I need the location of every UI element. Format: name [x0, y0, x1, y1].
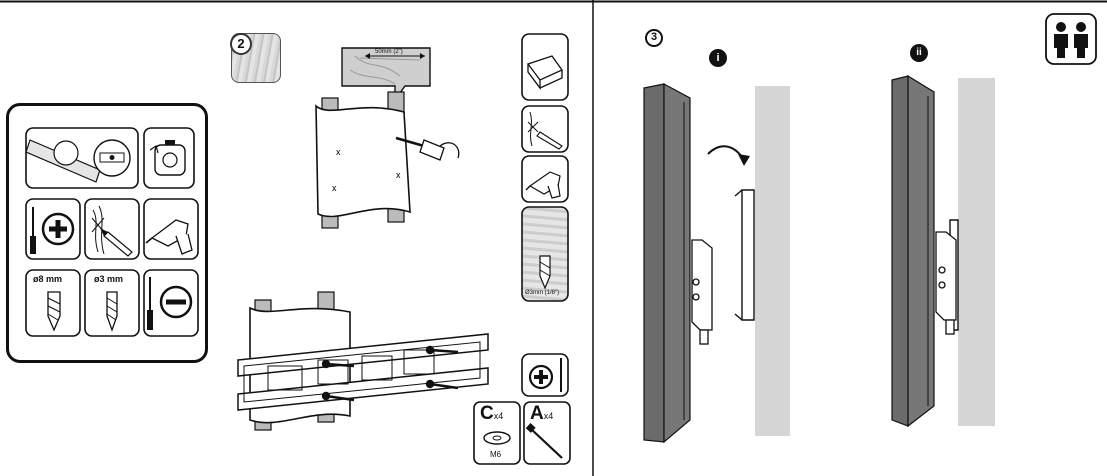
step3-number-badge: 3: [645, 29, 663, 47]
tools-panel: [6, 103, 208, 363]
drill-bit-icon: [25, 269, 81, 337]
flathead-screwdriver-icon: [143, 269, 199, 337]
pencil-icon: [84, 198, 140, 260]
two-people-icon: [1045, 13, 1097, 65]
washer-letter: Cx4: [480, 403, 504, 424]
drill-icon: [521, 155, 569, 203]
drill-bit-3mm-label: ø3 mm: [94, 274, 124, 284]
lag-bolt-part: [523, 401, 571, 465]
drill-icon: [143, 198, 199, 260]
tape-measure-icon: [143, 127, 195, 189]
drill-bit-icon: [521, 206, 569, 302]
wall: [958, 78, 995, 426]
phillips-screwdriver-icon: [521, 353, 569, 397]
tv-arm-bracket: [691, 239, 713, 345]
level-icon: [25, 127, 139, 189]
step2-tool-column: [473, 33, 571, 465]
step2-number-badge: 2: [230, 33, 252, 55]
pilot-bit-label: Ø3mm (1/8"): [525, 290, 560, 296]
step3-sub-ii-badge: ii: [910, 44, 928, 62]
tv-arm-bracket: [935, 231, 957, 335]
pencil-icon: [521, 105, 569, 153]
tv-panel: [891, 74, 935, 428]
washer-part: [473, 401, 521, 465]
tools-illustrations: [25, 127, 199, 337]
wood-dimension-callout: [341, 47, 431, 103]
phillips-screwdriver-icon: [25, 198, 81, 260]
lag-bolt-icon: [321, 345, 459, 402]
wall-bracket-rail: [734, 189, 755, 321]
svg-text:x: x: [336, 147, 341, 157]
lag-bolt-letter: Ax4: [530, 403, 554, 424]
step2-wood-swatch: [231, 33, 281, 83]
drill-bit-8mm-label: ø8 mm: [33, 274, 63, 284]
wall: [755, 86, 790, 436]
svg-text:x: x: [396, 170, 401, 180]
step2-drilling-illustration: x x x: [237, 47, 489, 431]
tv-panel: [643, 82, 691, 444]
svg-text:x: x: [332, 183, 337, 193]
drill-bit-icon: [84, 269, 140, 337]
step3-sub-i-badge: i: [709, 49, 727, 67]
wood-dimension-label: 50mm (2"): [375, 49, 403, 55]
washer-size: M6: [490, 450, 502, 459]
stud-finder-icon: [521, 33, 569, 101]
wall-bracket-rail: [237, 333, 489, 411]
